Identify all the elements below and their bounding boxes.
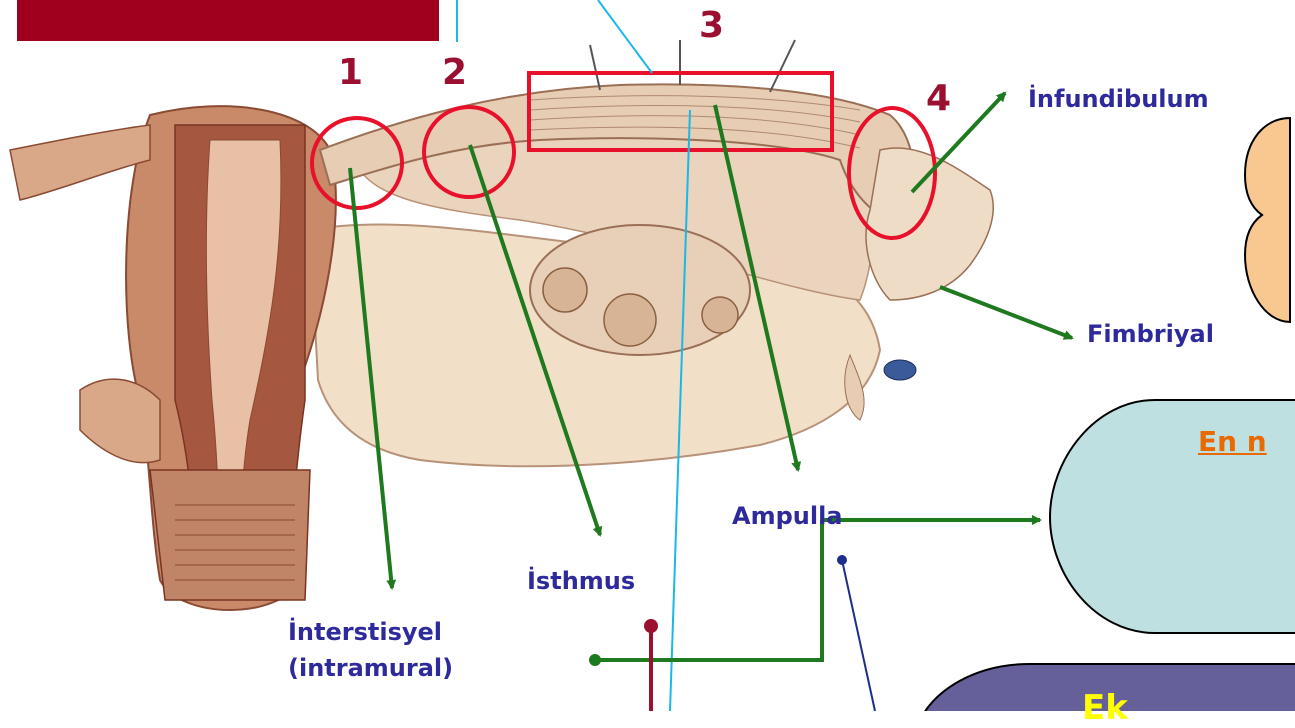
box-text-ek: Ek xyxy=(1082,688,1128,728)
connector-dot-green xyxy=(589,654,601,666)
blue-vessel xyxy=(884,360,916,380)
segment-number-3: 3 xyxy=(699,5,724,46)
segment-number-2: 2 xyxy=(442,52,467,93)
follicle-2 xyxy=(604,294,656,346)
orange-box xyxy=(1245,118,1290,322)
label-infundibulum: İnfundibulum xyxy=(1028,85,1209,113)
arrow-fimbriyal xyxy=(940,287,1072,338)
label-ampulla: Ampulla xyxy=(732,502,843,530)
follicle-3 xyxy=(702,297,738,333)
follicle-1 xyxy=(543,268,587,312)
box-text-en: En n xyxy=(1198,425,1267,458)
label-fimbriyal: Fimbriyal xyxy=(1087,320,1214,348)
ampulla-connector xyxy=(837,555,875,711)
diagram-stage: 1 2 3 4 İnfundibulum Fimbriyal Ampulla İ… xyxy=(0,0,1295,711)
isthmus-connector xyxy=(644,619,658,711)
label-intramural: (intramural) xyxy=(288,654,453,682)
segment-number-1: 1 xyxy=(338,52,363,93)
anatomy-illustration xyxy=(10,40,993,610)
segment-number-4: 4 xyxy=(926,78,951,119)
lower-ligament xyxy=(80,379,160,463)
label-interstisyel: İnterstisyel xyxy=(288,618,442,646)
round-ligament xyxy=(10,125,150,200)
label-isthmus: İsthmus xyxy=(527,567,635,595)
